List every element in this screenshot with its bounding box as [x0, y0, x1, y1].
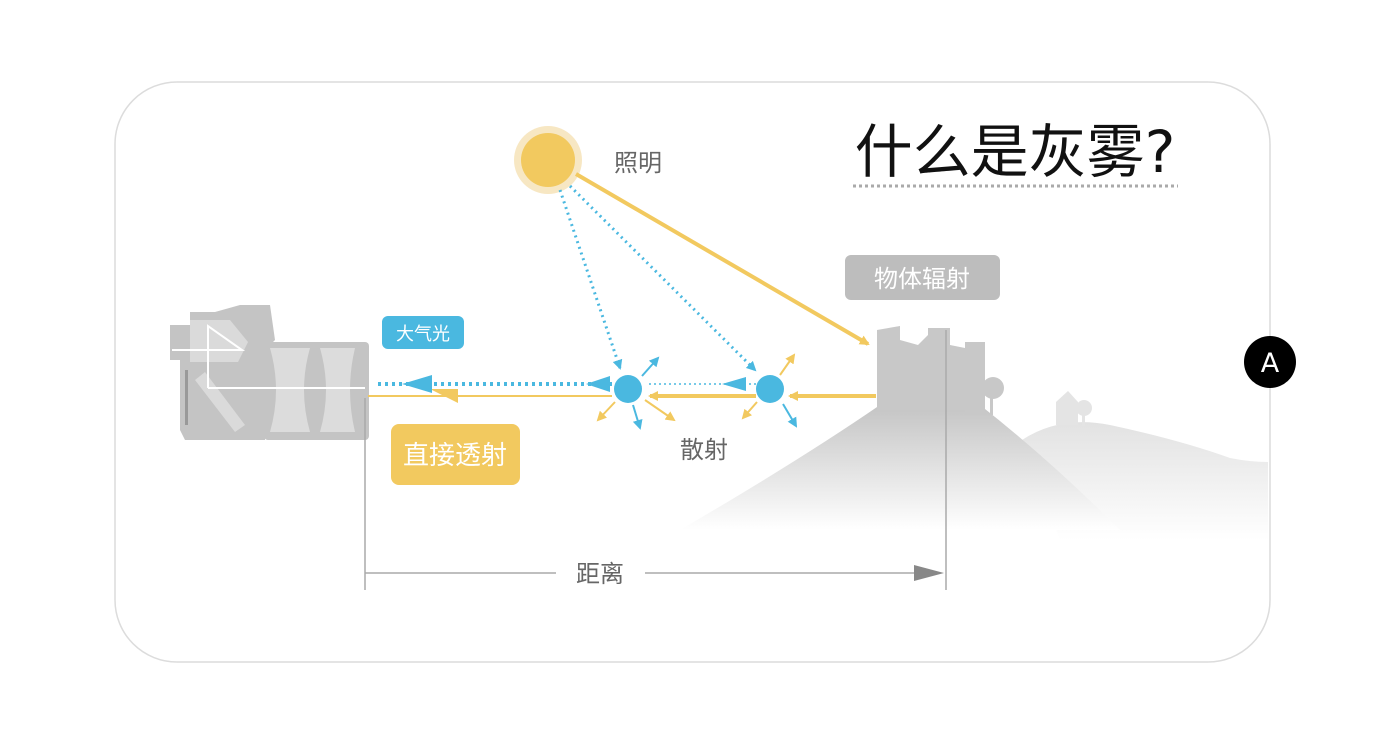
distance-label: 距离 [576, 560, 624, 588]
scatter-ray-1 [558, 189, 623, 370]
arrow-head [430, 389, 458, 403]
distance-arrow-icon [914, 565, 944, 581]
particle-2 [741, 353, 798, 428]
illumination-label: 照明 [614, 149, 662, 177]
scatter-ray-2 [568, 184, 757, 372]
castle-icon [877, 326, 1004, 415]
arrow-head [722, 377, 746, 391]
direct-transmission-label-bg [391, 424, 520, 485]
arrow-head [402, 375, 432, 393]
badge-a [1244, 336, 1296, 388]
distance-indicator [364, 330, 947, 590]
airlight-label-bg [382, 316, 464, 349]
house-icon [1056, 391, 1092, 426]
illumination-ray [574, 172, 870, 346]
scattering-label: 散射 [680, 436, 728, 464]
direct-transmission-label: 直接透射 [403, 441, 507, 471]
camera-icon [170, 305, 369, 440]
page-title: 什么是灰雾? [855, 118, 1176, 186]
arrow-head [586, 376, 610, 392]
object-radiance-label: 物体辐射 [874, 265, 970, 293]
sun-icon [521, 133, 575, 187]
particle-1 [596, 356, 676, 430]
airlight-label: 大气光 [396, 324, 450, 345]
castle-hill [680, 405, 1120, 530]
badge-a-label: A [1261, 348, 1280, 379]
object-radiance-label-bg [845, 255, 1000, 300]
